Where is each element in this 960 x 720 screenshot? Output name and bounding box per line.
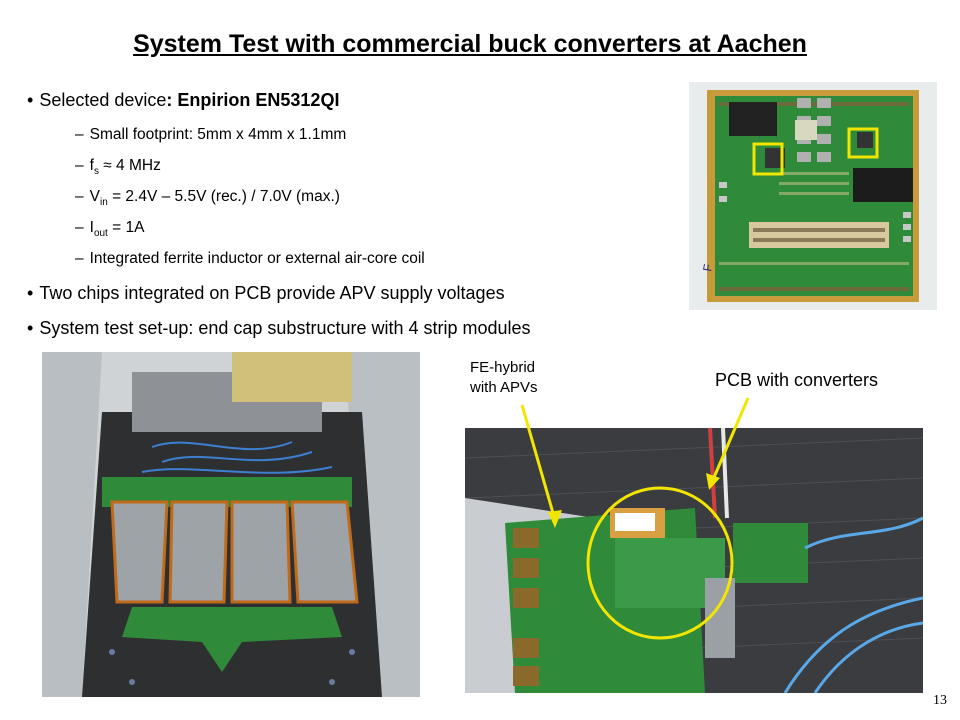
dash-icon: – bbox=[75, 157, 84, 174]
dash-icon: – bbox=[75, 126, 84, 143]
setup-closeup-photo-graphic bbox=[465, 428, 923, 693]
spec-iout-value: = 1A bbox=[107, 219, 145, 236]
slide-title: System Test with commercial buck convert… bbox=[133, 30, 807, 58]
two-chips-text: Two chips integrated on PCB provide APV … bbox=[39, 283, 505, 303]
dash-icon: – bbox=[75, 188, 84, 205]
setup-closeup-photo bbox=[465, 428, 923, 693]
spec-vin-value: = 2.4V – 5.5V (rec.) / 7.0V (max.) bbox=[107, 188, 340, 205]
spec-fs: –fs ≈ 4 MHz bbox=[75, 157, 161, 177]
pcb-converters-arrow bbox=[710, 397, 750, 483]
bullet-dot: • bbox=[27, 318, 34, 338]
pcb-photo-graphic: F bbox=[689, 82, 937, 310]
device-name: : Enpirion EN5312QI bbox=[166, 90, 340, 110]
spec-fs-symbol: f bbox=[89, 157, 94, 174]
device-prefix: Selected device bbox=[39, 90, 167, 110]
fe-hybrid-label: FE-hybrid with APVs bbox=[470, 358, 538, 398]
page-number: 13 bbox=[933, 693, 947, 708]
spec-iout-symbol: I bbox=[89, 219, 94, 236]
bullet-selected-device: •Selected device: Enpirion EN5312QI bbox=[27, 90, 339, 111]
spec-inductor-text: Integrated ferrite inductor or external … bbox=[89, 250, 425, 267]
substructure-photo bbox=[42, 352, 420, 697]
spec-footprint: –Small footprint: 5mm x 4mm x 1.1mm bbox=[75, 126, 346, 144]
pcb-photo: F bbox=[689, 82, 937, 310]
spec-inductor: –Integrated ferrite inductor or external… bbox=[75, 250, 425, 268]
spec-fs-subscript: s bbox=[93, 166, 99, 178]
fe-hybrid-label-line1: FE-hybrid bbox=[470, 359, 536, 376]
spec-iout: –Iout = 1A bbox=[75, 219, 144, 239]
bullet-two-chips: •Two chips integrated on PCB provide APV… bbox=[27, 283, 505, 304]
system-test-text: System test set-up: end cap substructure… bbox=[39, 318, 531, 338]
spec-iout-subscript: out bbox=[93, 228, 108, 240]
pcb-converters-label: PCB with converters bbox=[715, 370, 879, 390]
substructure-photo-graphic bbox=[42, 352, 420, 697]
spec-footprint-text: Small footprint: 5mm x 4mm x 1.1mm bbox=[89, 126, 347, 143]
spec-vin: –Vin = 2.4V – 5.5V (rec.) / 7.0V (max.) bbox=[75, 188, 340, 208]
bullet-system-test: •System test set-up: end cap substructur… bbox=[27, 318, 531, 339]
fe-hybrid-arrowhead bbox=[548, 510, 562, 528]
spec-vin-symbol: V bbox=[89, 188, 100, 205]
spec-fs-value: ≈ 4 MHz bbox=[98, 157, 161, 174]
dash-icon: – bbox=[75, 219, 84, 236]
spec-vin-subscript: in bbox=[99, 197, 108, 209]
bullet-dot: • bbox=[27, 283, 34, 303]
svg-text:F: F bbox=[700, 263, 715, 273]
pcb-converters-arrowhead bbox=[706, 473, 720, 490]
fe-hybrid-arrow bbox=[520, 404, 557, 521]
bullet-dot: • bbox=[27, 90, 34, 110]
fe-hybrid-label-line2: with APVs bbox=[470, 379, 538, 396]
dash-icon: – bbox=[75, 250, 84, 267]
